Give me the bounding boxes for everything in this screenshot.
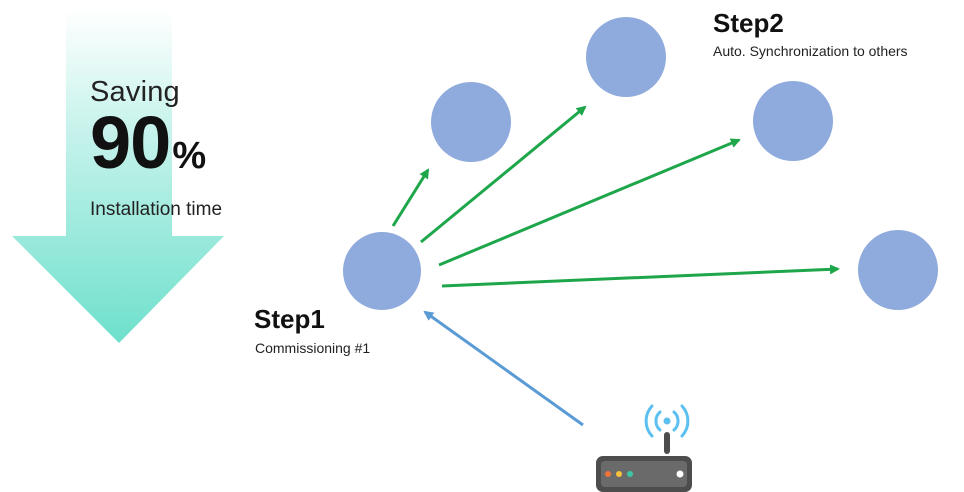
sync-arrows	[391, 105, 840, 288]
step1-title: Step1	[254, 304, 325, 334]
step1-description: Commissioning #1	[255, 340, 371, 356]
sync-arrow-1	[391, 168, 430, 227]
wifi-router-icon	[596, 404, 692, 492]
node-device-4	[858, 230, 938, 310]
device-nodes	[343, 17, 938, 310]
sync-arrow-4	[441, 264, 840, 288]
savings-percentage: 90%	[90, 106, 206, 180]
sync-arrow-2	[420, 105, 587, 244]
node-commissioned	[343, 232, 421, 310]
step2-description: Auto. Synchronization to others	[713, 43, 908, 59]
savings-unit: %	[172, 135, 207, 177]
node-device-2	[586, 17, 666, 97]
installation-time-label: Installation time	[90, 199, 223, 220]
sync-arrow-3	[438, 138, 741, 267]
saving-label: Saving	[90, 76, 180, 108]
big-down-arrow-icon	[12, 10, 224, 343]
savings-value: 90	[90, 101, 171, 184]
node-device-1	[431, 82, 511, 162]
commission-arrow	[423, 310, 584, 427]
step2-title: Step2	[713, 8, 784, 38]
node-device-3	[753, 81, 833, 161]
